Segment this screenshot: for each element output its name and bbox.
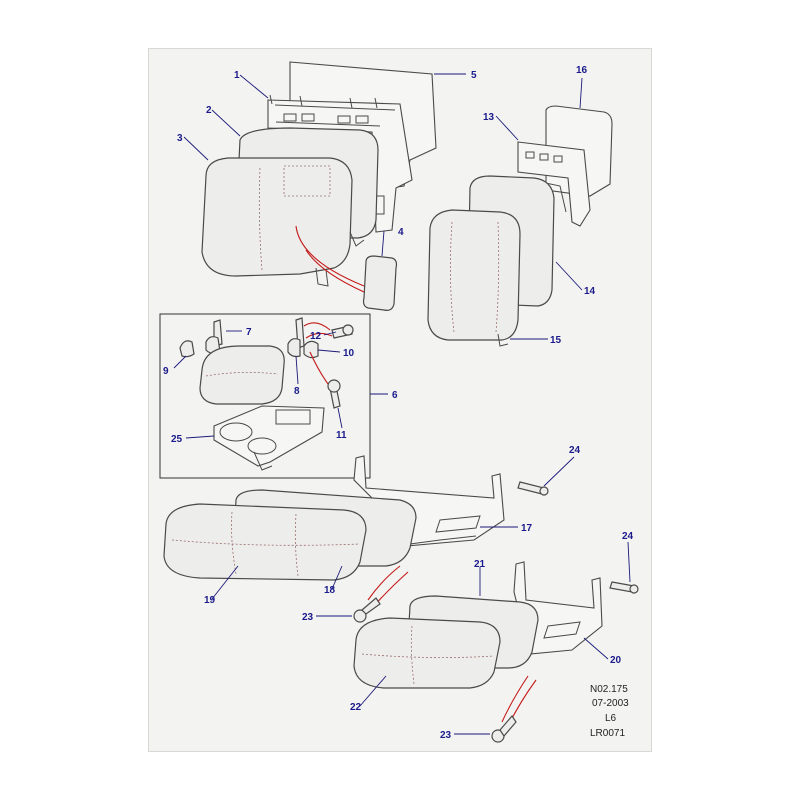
callout-labels: 1 2 3 4 5 6 7 8 9 10 11 12 13 14 15 16 1…	[163, 65, 634, 741]
callout-3: 3	[177, 133, 183, 144]
callout-20: 20	[610, 655, 622, 666]
bolt-path-23a	[367, 565, 401, 601]
part-25-cup-holder	[213, 405, 325, 467]
ref-line-3: L6	[605, 713, 617, 724]
callout-6: 6	[392, 390, 398, 401]
callout-24a: 24	[569, 445, 581, 456]
callout-7: 7	[246, 327, 252, 338]
callout-18: 18	[324, 585, 336, 596]
callout-25: 25	[171, 434, 183, 445]
callout-21: 21	[474, 559, 486, 570]
callout-2: 2	[206, 105, 212, 116]
part-9-clip	[179, 340, 195, 358]
callout-8: 8	[294, 386, 300, 397]
part-19-cushion-cover	[163, 503, 367, 581]
callout-23b: 23	[440, 730, 452, 741]
reference-block: N02.175 07-2003 L6 LR0071	[590, 684, 629, 739]
part-23-bolt-a	[353, 597, 381, 623]
callout-11: 11	[336, 430, 347, 441]
part-24-bolt-a	[517, 481, 549, 496]
callout-14: 14	[584, 286, 596, 297]
armrest-kit-box	[159, 313, 371, 479]
callout-12: 12	[310, 331, 322, 342]
ref-line-4: LR0071	[590, 728, 625, 739]
callout-24b: 24	[622, 531, 634, 542]
armrest-lid	[199, 345, 285, 405]
part-4-armrest-pad	[295, 225, 398, 311]
callout-10: 10	[343, 348, 355, 359]
bolt-path-23b	[501, 675, 529, 723]
leader-lines	[173, 73, 631, 735]
part-22-cushion-cover-right	[353, 617, 501, 689]
part-10-clip	[303, 340, 319, 359]
callout-17: 17	[521, 523, 533, 534]
part-23-bolt-b	[491, 715, 517, 743]
callout-1: 1	[234, 70, 240, 81]
part-15-backrest-cover-right	[427, 209, 521, 347]
ref-line-1: N02.175	[590, 684, 628, 695]
callout-13: 13	[483, 112, 495, 123]
callout-23a: 23	[302, 612, 314, 623]
part-24-bolt-b	[609, 581, 639, 594]
part-3-backrest-cover	[201, 157, 365, 287]
callout-19: 19	[204, 595, 216, 606]
ref-line-2: 07-2003	[592, 698, 629, 709]
callout-4: 4	[398, 227, 404, 238]
callout-15: 15	[550, 335, 562, 346]
callout-22: 22	[350, 702, 362, 713]
callout-5: 5	[471, 70, 477, 81]
callout-16: 16	[576, 65, 588, 76]
callout-9: 9	[163, 366, 169, 377]
